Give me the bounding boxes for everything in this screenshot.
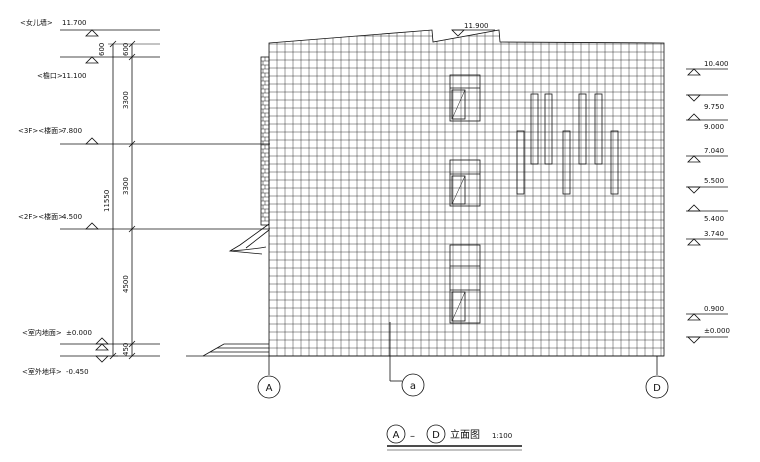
svg-text:–: –: [410, 431, 415, 442]
drawing-title: A – D 立面图 1:100: [386, 424, 522, 451]
material-callout: a: [389, 322, 425, 397]
svg-text:1:100: 1:100: [492, 432, 512, 440]
svg-text:3300: 3300: [122, 91, 130, 109]
svg-text:3300: 3300: [122, 177, 130, 195]
side-brick-pilaster: [260, 56, 270, 226]
dimension-chains: 11550 600 600 3300 3300 4500 450: [98, 40, 160, 360]
facade-outline: [268, 29, 665, 357]
svg-text:立面图: 立面图: [450, 428, 480, 441]
svg-text:A: A: [393, 430, 400, 441]
svg-text:10.400: 10.400: [704, 60, 729, 68]
svg-text:4.500: 4.500: [62, 213, 82, 221]
vertical-fins: [516, 93, 619, 195]
svg-text:a: a: [410, 381, 416, 392]
left-levels: <女儿墙> 11.700 <檐口> 11.100 <3F><楼面> 7.800 …: [18, 18, 270, 376]
svg-text:<檐口>: <檐口>: [37, 71, 63, 80]
svg-text:3.740: 3.740: [704, 230, 724, 238]
right-levels: 10.400 9.750 9.000 7.040 5.500 5.400 3.7…: [686, 60, 730, 344]
svg-text:7.800: 7.800: [62, 127, 82, 135]
svg-text:<室内地面>: <室内地面>: [22, 328, 62, 337]
svg-text:600: 600: [98, 43, 106, 56]
svg-text:±0.000: ±0.000: [704, 327, 730, 335]
svg-text:<2F><楼面>: <2F><楼面>: [18, 212, 64, 221]
svg-text:450: 450: [122, 343, 130, 356]
svg-text:<室外地坪>: <室外地坪>: [22, 367, 62, 376]
svg-text:D: D: [653, 383, 661, 394]
entrance-steps: [202, 343, 269, 357]
window-middle: [449, 159, 481, 207]
svg-text:9.750: 9.750: [704, 103, 724, 111]
svg-text:9.000: 9.000: [704, 123, 724, 131]
window-lower: [449, 244, 481, 324]
svg-text:11550: 11550: [103, 190, 111, 212]
svg-text:<女儿墙>: <女儿墙>: [20, 18, 53, 27]
svg-text:5.400: 5.400: [704, 215, 724, 223]
svg-text:5.500: 5.500: [704, 177, 724, 185]
window-upper: [449, 74, 481, 122]
svg-text:11.900: 11.900: [464, 22, 489, 30]
axis-marker-a: A: [257, 356, 281, 399]
svg-text:4500: 4500: [122, 275, 130, 293]
svg-text:±0.000: ±0.000: [66, 329, 92, 337]
entrance-canopy: [228, 223, 270, 255]
svg-text:11.700: 11.700: [62, 19, 87, 27]
svg-text:7.040: 7.040: [704, 147, 724, 155]
svg-text:0.900: 0.900: [704, 305, 724, 313]
svg-text:600: 600: [122, 43, 130, 56]
svg-text:-0.450: -0.450: [66, 368, 89, 376]
top-elevation-mark: 11.900: [451, 22, 495, 37]
svg-text:A: A: [266, 383, 273, 394]
svg-text:<3F><楼面>: <3F><楼面>: [18, 126, 64, 135]
facade-grid: [269, 30, 664, 356]
axis-marker-d: D: [645, 356, 669, 399]
svg-text:11.100: 11.100: [62, 72, 87, 80]
svg-text:D: D: [432, 430, 440, 441]
